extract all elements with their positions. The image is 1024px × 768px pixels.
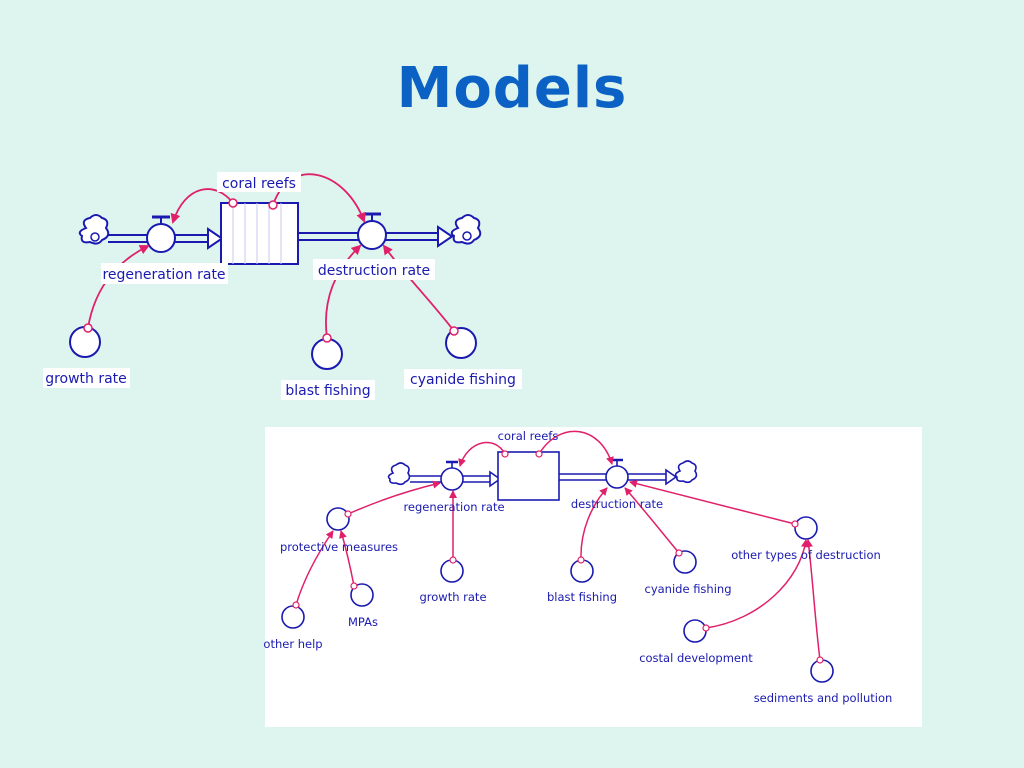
connector-cyanide-to-destruction (382, 244, 455, 332)
connector-otherhelp-to-protective (295, 530, 334, 606)
inflow-label: regeneration rate (102, 267, 225, 283)
costal-development-converter (683, 619, 707, 643)
sink-cloud-icon (674, 460, 698, 484)
connector-blast-to-destruction (580, 487, 608, 561)
outflow-label: destruction rate (318, 263, 430, 279)
connector-stock-to-regeneration (458, 441, 506, 467)
growth-rate-label: growth rate (45, 371, 127, 387)
connector-blast-to-destruction (325, 244, 362, 339)
regeneration-valve-icon (146, 215, 176, 253)
cyanide-fishing-label: cyanide fishing (410, 372, 516, 388)
mpas-converter (350, 583, 374, 607)
stock-label: coral reefs (498, 429, 559, 443)
protective-measures-converter (326, 507, 350, 531)
other-help-converter (281, 605, 305, 629)
other-help-label: other help (263, 637, 322, 651)
sediments-and-pollution-label: sediments and pollution (754, 691, 893, 705)
costal-development-label: costal development (639, 651, 753, 665)
blast-fishing-label: blast fishing (547, 590, 617, 604)
coral-reefs-stock (220, 202, 299, 265)
slide-title: Models (396, 56, 628, 121)
sink-cloud-icon (450, 214, 482, 245)
cyanide-fishing-label: cyanide fishing (645, 582, 732, 596)
connector-costal-to-othertypes (705, 539, 809, 629)
other-types-of-destruction-label: other types of destruction (731, 548, 881, 562)
blast-fishing-label: blast fishing (285, 383, 370, 399)
outflow-label: destruction rate (571, 497, 663, 511)
connector-sediments-to-othertypes (804, 539, 821, 661)
connector-stock-to-regeneration (170, 188, 234, 224)
destruction-valve-icon (605, 458, 629, 489)
connector-protective-to-regeneration (347, 480, 441, 515)
protective-measures-label: protective measures (280, 540, 398, 554)
sediments-and-pollution-converter (810, 659, 834, 683)
other-types-of-destruction-converter (794, 516, 818, 540)
inflow-label: regeneration rate (403, 500, 504, 514)
source-cloud-icon (387, 462, 411, 486)
destruction-valve-icon (357, 212, 387, 250)
connector-cyanide-to-destruction (624, 487, 680, 554)
growth-rate-label: growth rate (419, 590, 486, 604)
coral-reefs-stock (497, 451, 560, 501)
connector-mpas-to-protective (339, 530, 355, 587)
connector-stock-to-destruction (538, 430, 614, 465)
stock-label: coral reefs (222, 176, 296, 192)
connector-othertypes-to-destruction (629, 479, 796, 525)
regeneration-valve-icon (440, 460, 464, 491)
mpas-label: MPAs (348, 615, 378, 629)
